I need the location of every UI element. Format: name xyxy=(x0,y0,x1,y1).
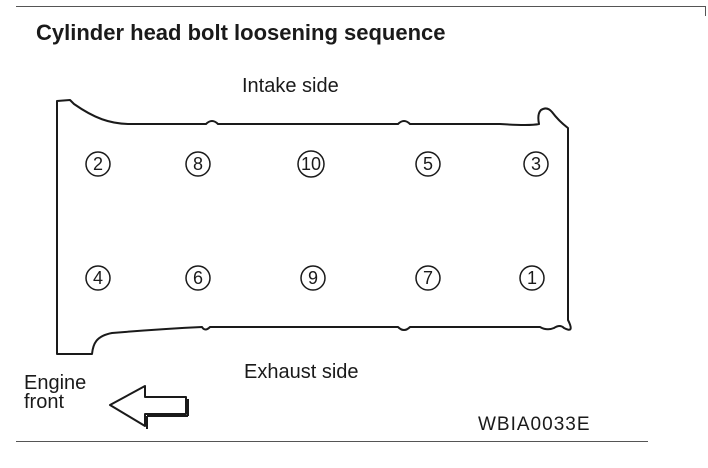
bolt-3-label: 3 xyxy=(531,154,541,174)
bolt-10: 10 xyxy=(297,150,325,178)
frame-top-border xyxy=(16,6,706,7)
bolt-1-label: 1 xyxy=(527,268,537,288)
bolt-5-label: 5 xyxy=(423,154,433,174)
cylinder-head-outline xyxy=(56,99,572,355)
engine-front-arrow-shadow xyxy=(146,399,189,429)
bolt-10-label: 10 xyxy=(301,154,321,174)
bolt-9: 9 xyxy=(300,265,326,291)
bolt-7-label: 7 xyxy=(423,268,433,288)
bolt-7: 7 xyxy=(415,265,441,291)
engine-front-label: Engine front xyxy=(24,372,87,413)
bolt-4-label: 4 xyxy=(93,268,103,288)
bolt-2-label: 2 xyxy=(93,154,103,174)
exhaust-side-label: Exhaust side xyxy=(244,361,359,383)
intake-side-label: Intake side xyxy=(242,75,339,97)
bolt-9-label: 9 xyxy=(308,268,318,288)
bolt-1: 1 xyxy=(519,265,545,291)
bolt-6: 6 xyxy=(185,265,211,291)
bolt-8-label: 8 xyxy=(193,154,203,174)
bolt-8: 8 xyxy=(185,151,211,177)
bolt-4: 4 xyxy=(85,265,111,291)
frame-right-border xyxy=(705,6,706,16)
bolt-2: 2 xyxy=(85,151,111,177)
engine-front-line-2: front xyxy=(24,391,65,413)
bolt-6-label: 6 xyxy=(193,268,203,288)
bolt-5: 5 xyxy=(415,151,441,177)
diagram-title: Cylinder head bolt loosening sequence xyxy=(36,20,446,45)
bolt-3: 3 xyxy=(523,151,549,177)
frame-bottom-border xyxy=(16,441,648,442)
engine-front-line-1: Engine xyxy=(24,372,87,394)
engine-front-arrow-icon xyxy=(109,385,187,427)
figure-code: WBIA0033E xyxy=(478,414,591,435)
